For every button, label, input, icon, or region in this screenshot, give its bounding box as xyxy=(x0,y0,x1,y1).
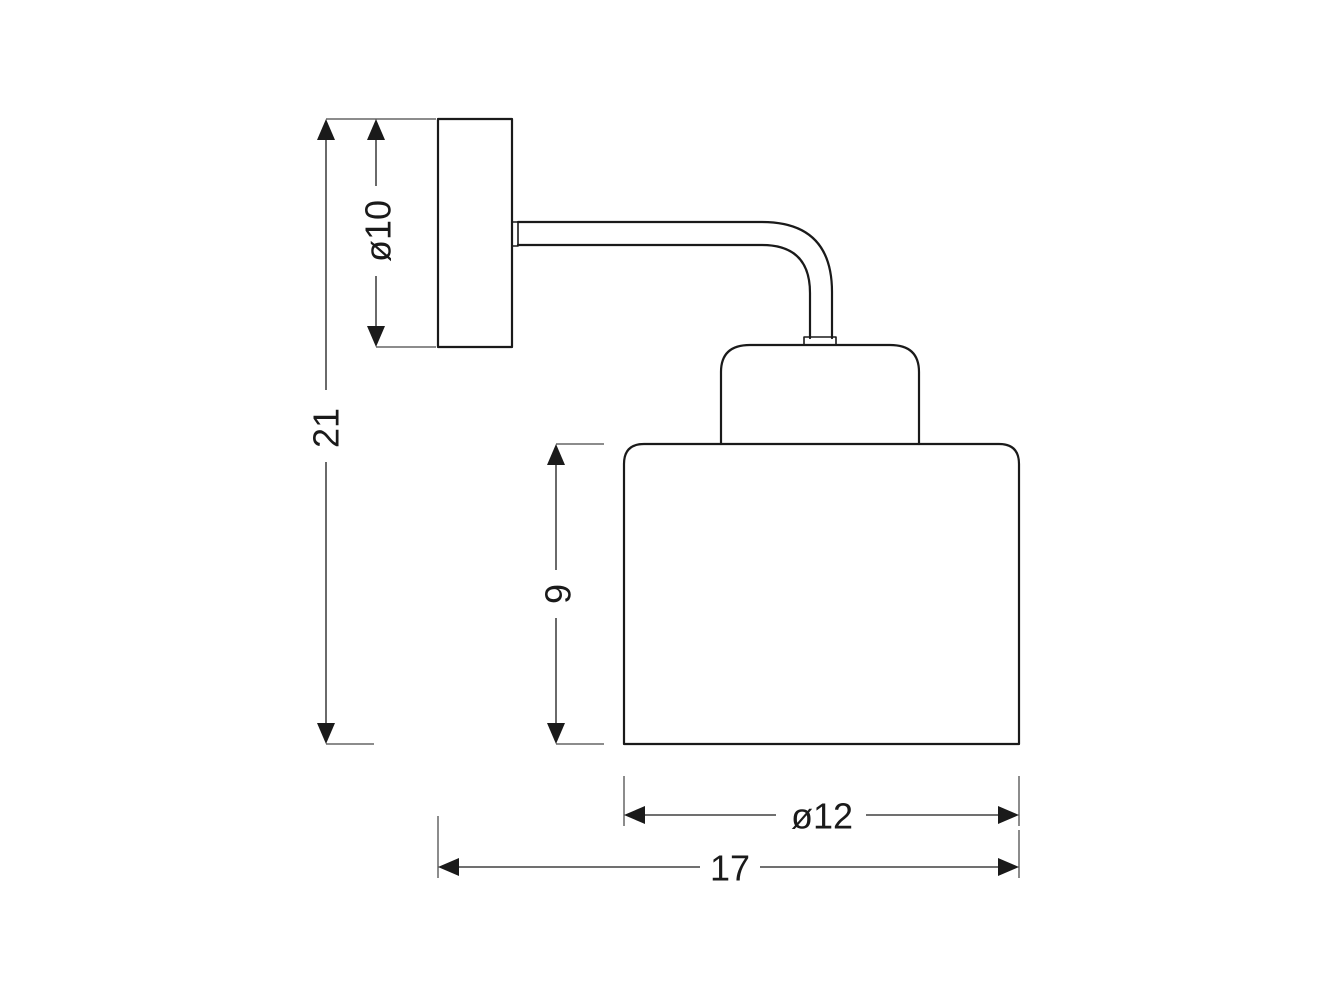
arm-connector xyxy=(511,221,519,247)
arrow-left xyxy=(624,806,645,824)
dimension-total-height: 21 xyxy=(306,118,436,745)
total-depth-label: 17 xyxy=(710,848,750,889)
wall-plate xyxy=(436,117,514,349)
arrow-left xyxy=(438,858,459,876)
wall-lamp-outline xyxy=(436,117,1021,746)
lamp-shade xyxy=(622,442,1021,746)
lamp-arm-inner xyxy=(516,243,812,340)
arrow-down xyxy=(547,723,565,744)
dimension-plate-diameter: ø10 xyxy=(358,119,436,348)
arrow-up xyxy=(367,119,385,140)
arrow-down xyxy=(317,723,335,744)
shade-diameter-label: ø12 xyxy=(791,796,853,837)
shade-height-label: 9 xyxy=(538,584,579,604)
arrow-down xyxy=(367,326,385,347)
arrow-right xyxy=(998,806,1019,824)
plate-diameter-label: ø10 xyxy=(358,200,399,262)
dimension-shade-height: 9 xyxy=(538,443,604,745)
lamp-arm xyxy=(516,220,834,340)
arrow-right xyxy=(998,858,1019,876)
socket-cap xyxy=(719,343,921,446)
dimension-shade-diameter: ø12 xyxy=(623,776,1020,837)
arrow-up xyxy=(317,119,335,140)
dimension-total-depth: 17 xyxy=(437,816,1020,889)
total-height-label: 21 xyxy=(306,408,347,448)
arrow-up xyxy=(547,444,565,465)
